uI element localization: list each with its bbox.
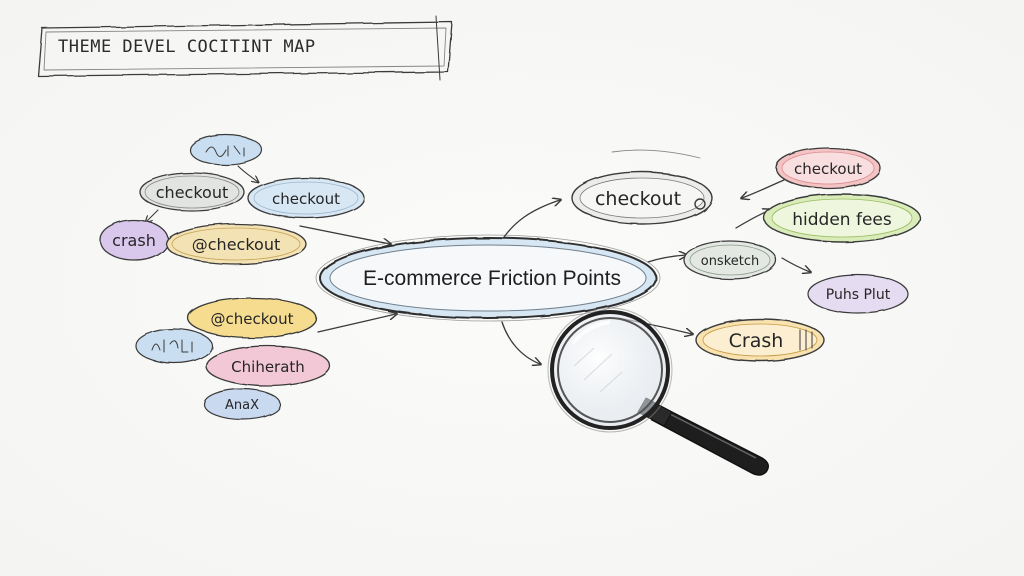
node-label: checkout: [794, 160, 862, 178]
central-label: E-commerce Friction Points: [363, 267, 621, 290]
node-crash-left[interactable]: crash: [99, 219, 169, 261]
connector-to-top-checkout: [501, 200, 560, 241]
node-onsketch[interactable]: onsketch: [683, 240, 777, 280]
node-chiherath[interactable]: Chiherath: [205, 345, 331, 387]
scribble-icon: [205, 145, 245, 157]
node-anax[interactable]: AnaX: [203, 388, 281, 420]
node-crash-right[interactable]: Crash: [695, 318, 825, 362]
node-glyph-left[interactable]: [135, 328, 213, 364]
node-label: checkout: [595, 188, 681, 210]
connector-left-lower: [317, 314, 396, 333]
node-label: AnaX: [225, 398, 259, 413]
title-box: THEME DEVEL COCITINT MAP: [37, 15, 453, 81]
connector-to-puhsplut: [781, 257, 810, 272]
node-checkout-red[interactable]: checkout: [775, 147, 881, 189]
node-label: Puhs Plut: [826, 287, 891, 303]
node-checkout-a[interactable]: checkout: [139, 172, 245, 212]
connector-top-scribble: [611, 149, 701, 159]
connector-to-magnifier: [501, 321, 540, 364]
node-checkout-b[interactable]: checkout: [247, 177, 365, 219]
connector-left-upper: [299, 225, 390, 244]
dot-icon: [694, 198, 706, 210]
node-label: checkout: [156, 183, 228, 202]
node-checkout-d[interactable]: @checkout: [187, 297, 317, 339]
node-checkout-c[interactable]: @checkout: [165, 223, 307, 265]
map-title: THEME DEVEL COCITINT MAP: [58, 37, 316, 57]
hatch-icon: [799, 329, 813, 351]
node-label: Crash: [729, 330, 784, 352]
node-top-glyph[interactable]: [189, 134, 263, 166]
node-label: checkout: [272, 190, 340, 208]
magnifying-glass-icon: [547, 307, 769, 476]
connector-to-onsketch: [647, 255, 686, 263]
node-label: Chiherath: [231, 358, 305, 376]
node-label: crash: [112, 231, 156, 250]
node-hidden-fees[interactable]: hidden fees: [763, 193, 921, 243]
node-label: hidden fees: [792, 210, 892, 230]
node-label: @checkout: [192, 235, 280, 254]
connector-checkout-to-crash: [146, 209, 159, 222]
node-label: onsketch: [701, 254, 760, 269]
node-puhsplut[interactable]: Puhs Plut: [807, 274, 909, 314]
connector-top-glyph: [237, 165, 258, 182]
central-node[interactable]: E-commerce Friction Points: [315, 234, 661, 322]
node-checkout-e[interactable]: checkout: [571, 171, 713, 225]
connector-red-to-checkout: [742, 179, 785, 198]
scribble-icon: [151, 339, 193, 353]
node-label: @checkout: [211, 310, 294, 328]
